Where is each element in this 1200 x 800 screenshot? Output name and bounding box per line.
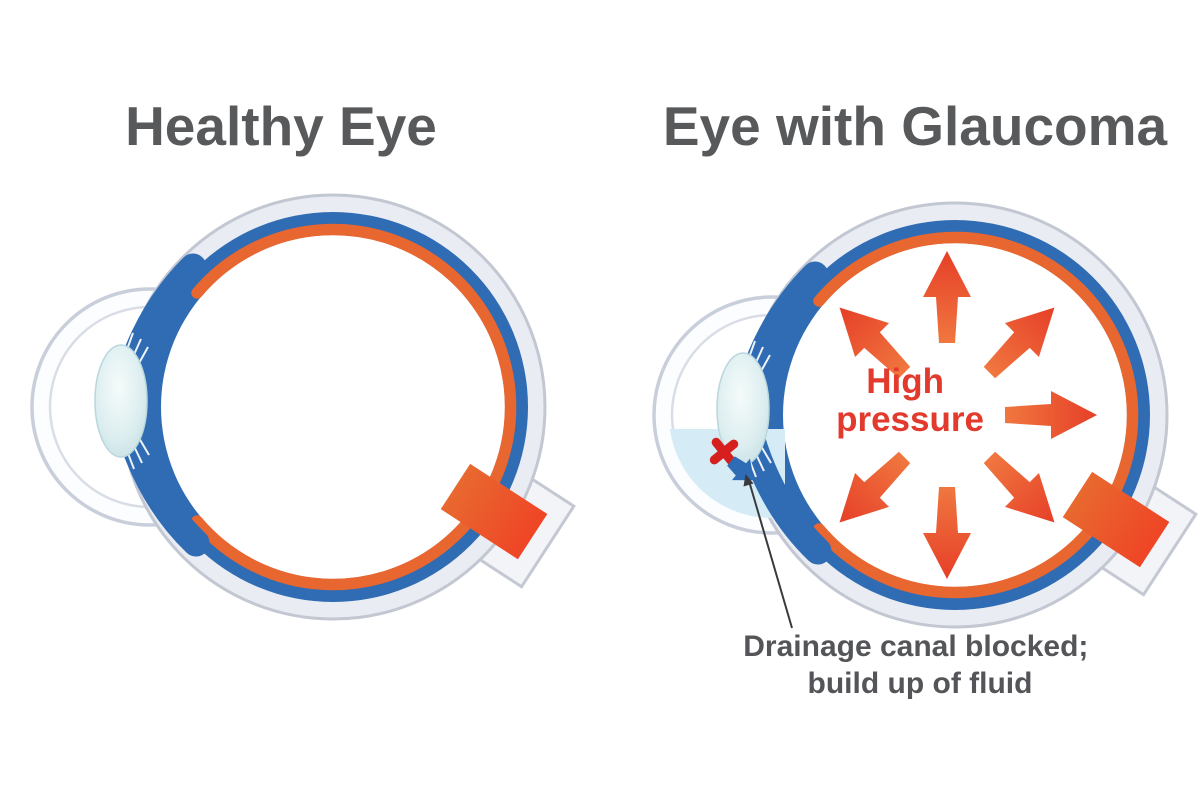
pointer-arrowhead-icon [743, 474, 754, 487]
healthy-eye-illustration [30, 195, 576, 619]
drainage-annotation: Drainage canal blocked; build up of flui… [743, 630, 1096, 700]
drainage-annotation-line1: Drainage canal blocked; [743, 630, 1088, 663]
glaucoma-eye-illustration: High pressure [652, 203, 1198, 629]
healthy-eye-title: Healthy Eye [125, 95, 437, 157]
high-pressure-line1: High [866, 362, 944, 401]
glaucoma-eye-title: Eye with Glaucoma [663, 95, 1168, 157]
annotation-pointer [743, 474, 793, 629]
high-pressure-line2: pressure [836, 400, 984, 439]
canal-arrow-shape [727, 456, 754, 481]
canal-flow-arrow-icon [727, 456, 754, 481]
high-pressure-label: High pressure [836, 362, 984, 439]
pointer-line [748, 480, 793, 629]
drainage-annotation-line2: build up of fluid [808, 667, 1033, 700]
blocked-x-icon [709, 437, 739, 467]
x-stroke-2 [709, 439, 739, 465]
